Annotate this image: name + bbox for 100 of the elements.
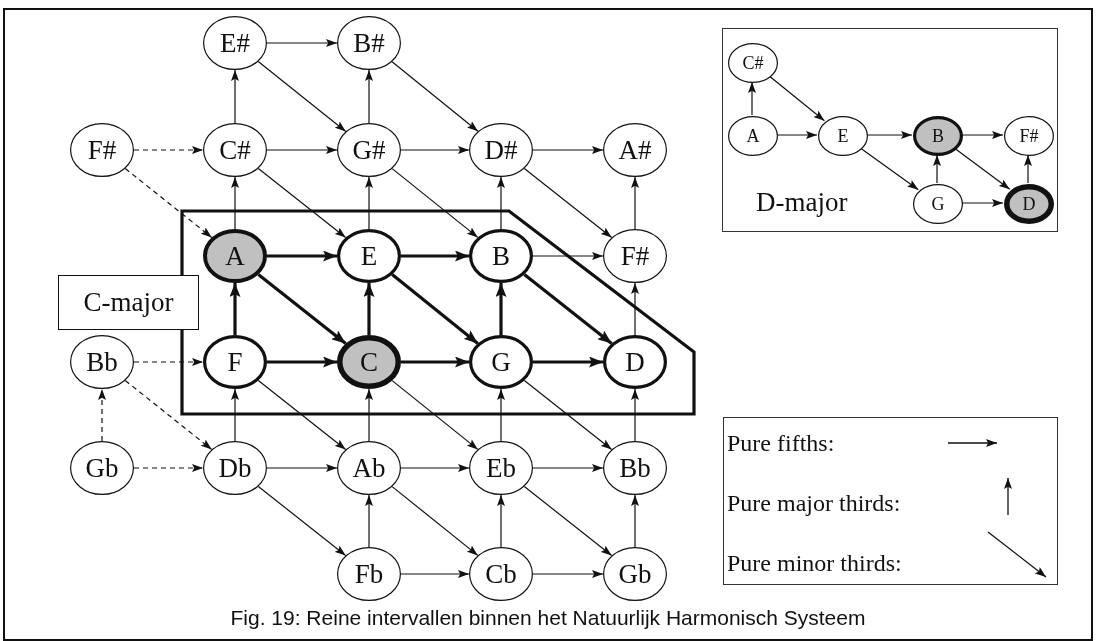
arrow: [497, 494, 505, 548]
arrow: [266, 39, 338, 47]
note-name: E: [837, 127, 849, 145]
arrow: [391, 380, 479, 450]
note-ellipse: [728, 43, 778, 83]
note-ellipse: [337, 547, 401, 601]
inset-panel: [722, 28, 1058, 232]
arrow: [631, 388, 639, 442]
note-name: D: [625, 348, 645, 376]
arrow: [257, 485, 347, 557]
arrow: [497, 176, 505, 230]
arrow: [532, 464, 604, 472]
arrow: [391, 273, 479, 345]
arrow: [391, 486, 479, 556]
note-name: Bb: [619, 454, 651, 482]
arrow: [231, 176, 239, 230]
arrow: [961, 199, 1004, 207]
note-name: D: [1022, 195, 1036, 213]
note-name: C#: [219, 136, 251, 164]
note-name: Cb: [485, 560, 517, 588]
note-name: Gb: [85, 454, 119, 482]
note-name: Eb: [486, 454, 516, 482]
arrow: [133, 146, 204, 154]
arrow: [391, 168, 479, 238]
note-ellipse: [469, 335, 533, 389]
note-ellipse: [70, 123, 134, 177]
arrow: [133, 464, 204, 472]
arrow: [267, 250, 337, 262]
note-name: Fb: [354, 560, 384, 588]
note-name: A: [225, 242, 245, 270]
note-ellipse: [913, 184, 963, 224]
arrow: [229, 283, 241, 335]
note-ellipse: [203, 16, 267, 70]
note-name: C: [360, 348, 378, 376]
arrow: [231, 388, 239, 442]
note-name: Bb: [86, 348, 118, 376]
note-ellipse: [913, 116, 963, 156]
note-ellipse: [337, 123, 401, 177]
note-name: F: [227, 348, 243, 376]
note-name: G: [931, 195, 945, 213]
note-ellipse: [203, 229, 267, 283]
note-ellipse: [603, 547, 667, 601]
note-name: A: [746, 127, 760, 145]
note-name: Db: [218, 454, 252, 482]
note-ellipse: [469, 229, 533, 283]
note-ellipse: [337, 335, 401, 389]
arrow: [365, 69, 373, 124]
arrow: [365, 494, 373, 548]
legend-label: Pure major thirds:: [727, 491, 901, 515]
arrow: [400, 570, 470, 578]
arrow: [748, 81, 756, 116]
note-ellipse: [603, 123, 667, 177]
note-ellipse: [70, 441, 134, 495]
note-name: Ab: [352, 454, 386, 482]
note-ellipse: [1004, 184, 1054, 224]
arrow: [533, 356, 603, 368]
note-ellipse: [469, 123, 533, 177]
arrow: [523, 485, 613, 557]
note-name: B#: [353, 29, 385, 57]
arrow: [495, 283, 507, 335]
note-ellipse: [337, 229, 401, 283]
arrow: [523, 379, 613, 451]
arrow: [400, 464, 470, 472]
arrow: [266, 464, 338, 472]
note-name: G: [491, 348, 511, 376]
arrow: [768, 75, 826, 122]
arrow: [391, 61, 479, 132]
note-name: G#: [352, 136, 386, 164]
arrow: [933, 154, 941, 184]
arrow: [961, 131, 1004, 139]
arrow: [365, 388, 373, 442]
note-ellipse: [603, 335, 667, 389]
note-name: Gb: [618, 560, 652, 588]
arrow: [631, 494, 639, 548]
arrow: [860, 147, 919, 191]
arrow: [365, 176, 373, 230]
arrow: [400, 146, 470, 154]
note-ellipse: [603, 441, 667, 495]
arrow: [523, 167, 613, 239]
note-ellipse: [70, 335, 134, 389]
note-name: F#: [87, 136, 117, 164]
arrow: [631, 282, 639, 336]
arrow: [401, 356, 469, 368]
arrow: [98, 388, 106, 442]
note-ellipse: [203, 441, 267, 495]
arrow: [631, 176, 639, 230]
arrow: [266, 146, 338, 154]
note-name: D#: [484, 136, 518, 164]
arrow: [133, 358, 204, 366]
scale-label: D-major: [756, 189, 848, 216]
arrow: [497, 388, 505, 442]
caption: Fig. 19: Reine intervallen binnen het Natuurlijk Harmonisch Systeem: [229, 607, 867, 628]
scale-label: C-major: [58, 275, 199, 330]
note-name: E: [360, 242, 378, 270]
legend-label: Pure fifths:: [727, 431, 835, 455]
note-ellipse: [469, 547, 533, 601]
note-name: F#: [1019, 127, 1039, 145]
arrow: [401, 250, 469, 262]
note-name: E#: [220, 29, 250, 57]
arrow: [866, 131, 913, 139]
